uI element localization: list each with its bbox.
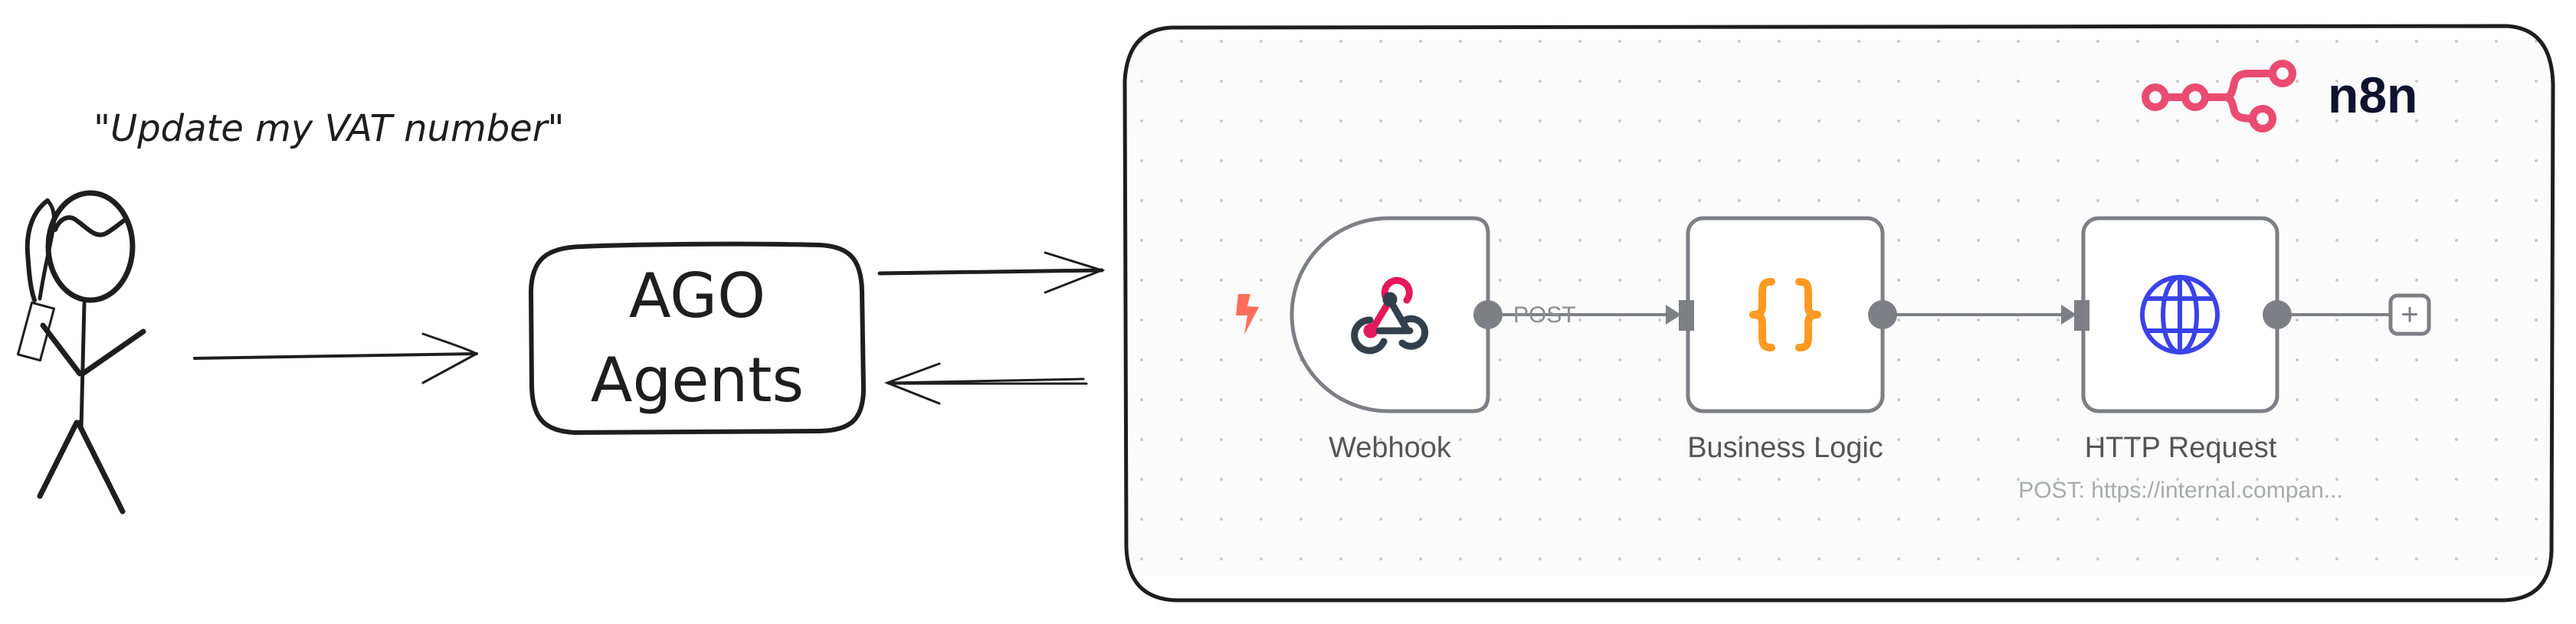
agents-box-line2: Agents bbox=[591, 345, 804, 416]
agents-box-line1: AGO bbox=[629, 260, 765, 332]
business-logic-input-handle[interactable] bbox=[1679, 300, 1694, 331]
http-input-handle[interactable] bbox=[2074, 300, 2089, 331]
node-webhook[interactable]: Webhook bbox=[1290, 216, 1503, 464]
plus-icon: + bbox=[2401, 298, 2418, 332]
arrow-user-to-agents bbox=[193, 332, 478, 384]
n8n-logo-text: n8n bbox=[2328, 67, 2417, 123]
ago-agents-box[interactable]: AGO Agents bbox=[528, 241, 867, 436]
n8n-logo: n8n bbox=[2142, 60, 2417, 132]
webhook-icon bbox=[1351, 276, 1429, 354]
quote-text: "Update my VAT number" bbox=[93, 107, 565, 150]
code-braces-icon bbox=[1749, 278, 1821, 351]
business-logic-output-handle[interactable] bbox=[1868, 300, 1897, 329]
add-node-button[interactable]: + bbox=[2388, 293, 2431, 336]
globe-icon bbox=[2140, 275, 2220, 354]
node-label-webhook: Webhook bbox=[1329, 432, 1452, 464]
node-http-request[interactable]: HTTP Request POST: https://internal.comp… bbox=[2018, 216, 2343, 503]
n8n-logo-icon bbox=[2142, 60, 2296, 132]
n8n-workflow-panel bbox=[1122, 24, 2555, 603]
node-label-http-request: HTTP Request bbox=[2085, 432, 2277, 464]
webhook-output-handle[interactable] bbox=[1473, 300, 1503, 329]
arrow-agents-to-n8n bbox=[877, 251, 1106, 294]
connection-business-logic-to-http bbox=[1883, 305, 2076, 325]
node-label-business-logic: Business Logic bbox=[1687, 432, 1883, 464]
connection-webhook-to-business-logic: POST bbox=[1488, 302, 1681, 328]
user-stick-figure-icon bbox=[16, 190, 146, 515]
http-output-handle[interactable] bbox=[2263, 300, 2292, 329]
trigger-bolt-icon bbox=[1236, 294, 1259, 335]
node-business-logic[interactable]: Business Logic bbox=[1679, 216, 1897, 464]
connection-label-post: POST bbox=[1513, 302, 1576, 328]
arrow-n8n-to-agents bbox=[883, 362, 1088, 405]
node-subtitle-http-request: POST: https://internal.compan... bbox=[2018, 478, 2343, 503]
